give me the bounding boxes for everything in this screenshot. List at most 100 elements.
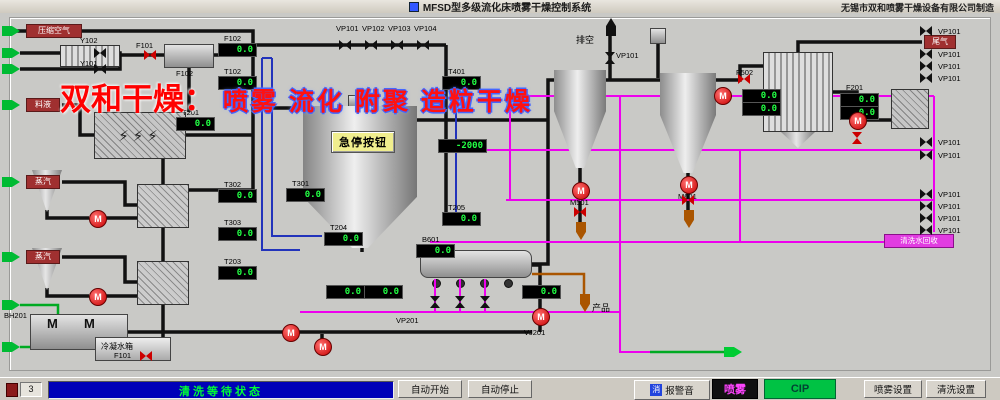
fan-icon[interactable]: M (532, 308, 550, 326)
fan-icon[interactable]: M (849, 112, 867, 130)
atomizer-mount (348, 95, 376, 107)
tag-label: M501 (570, 198, 589, 207)
valve-icon[interactable] (605, 52, 615, 64)
valve-icon[interactable] (920, 26, 932, 36)
tag-label: VP101 (938, 202, 961, 211)
valve-icon[interactable] (920, 213, 932, 223)
value-display: 0.0 (442, 212, 481, 226)
value-display: 0.0 (522, 285, 561, 299)
fan-icon[interactable]: M (714, 87, 732, 105)
valve-icon[interactable] (365, 40, 377, 50)
value-display: 0.0 (416, 244, 455, 258)
valve-icon[interactable] (140, 351, 152, 361)
valve-icon[interactable] (430, 296, 440, 308)
valve-icon[interactable] (920, 73, 932, 83)
tag-label: 产品 (592, 303, 611, 313)
electric-heater: ⚡⚡⚡ (94, 112, 186, 159)
bed-wheel (432, 279, 441, 288)
valve-icon[interactable] (920, 61, 932, 71)
stream-label: 压缩空气 (26, 24, 82, 38)
tag-label: VP104 (414, 24, 437, 33)
status-bar: 清洗等待状态 (48, 381, 394, 399)
auto-stop-button[interactable]: 自动停止 (468, 380, 532, 398)
valve-icon[interactable] (574, 207, 586, 217)
value-display: 0.0 (742, 89, 781, 103)
tag-label: VP101 (938, 62, 961, 71)
valve-icon[interactable] (144, 50, 156, 60)
manufacturer-text: 无锡市双和喷雾干燥设备有限公司制造 (840, 3, 994, 13)
tag-label: T203 (224, 257, 242, 266)
flow-arrow (2, 64, 20, 74)
tag-label: BH201 (4, 311, 27, 320)
flow-arrow (2, 342, 20, 352)
clean-settings-button[interactable]: 清洗设置 (926, 380, 986, 398)
bed-wheel (456, 279, 465, 288)
spray-settings-button[interactable]: 喷雾设置 (864, 380, 922, 398)
exhaust-scrubber (891, 89, 929, 129)
agitator-m: M (47, 316, 58, 331)
valve-icon[interactable] (738, 74, 750, 84)
tag-label: T302 (224, 180, 242, 189)
diagram-frame (9, 17, 991, 371)
auto-start-button[interactable]: 自动开始 (398, 380, 462, 398)
tag-label: VJ201 (524, 328, 546, 337)
flow-arrow (2, 48, 20, 58)
cip-button[interactable]: CIP (764, 379, 836, 399)
heat-exchanger-a (137, 184, 189, 228)
emergency-stop-button[interactable]: 急停按钮 (331, 131, 395, 153)
fan-icon[interactable]: M (572, 182, 590, 200)
tag-label: VP101 (938, 74, 961, 83)
tag-label: T205 (448, 203, 466, 212)
valve-icon[interactable] (480, 296, 490, 308)
valve-icon[interactable] (920, 189, 932, 199)
valve-icon[interactable] (94, 64, 106, 74)
tag-label: Y102 (80, 36, 98, 45)
bed-wheel (504, 279, 513, 288)
value-display: 0.0 (840, 93, 879, 107)
cip-return-label: 清洗水回收 (884, 234, 954, 248)
valve-icon[interactable] (417, 40, 429, 50)
tag-label: VP101 (938, 151, 961, 160)
valve-icon[interactable] (920, 49, 932, 59)
stream-label: 料液 (26, 98, 60, 112)
value-display: 0.0 (742, 102, 781, 116)
status-text: 清洗等待状态 (179, 386, 263, 398)
condensate-tank (95, 337, 171, 361)
tag-label: F102 (224, 34, 242, 43)
fan-icon[interactable]: M (282, 324, 300, 342)
valve-icon[interactable] (455, 296, 465, 308)
spray-button[interactable]: 喷雾 (712, 379, 758, 399)
valve-icon[interactable] (920, 201, 932, 211)
title-bar: MFSD型多级流化床喷雾干燥控制系统 无锡市双和喷雾干燥设备有限公司制造 (0, 0, 1000, 14)
tag-label: VP101 (938, 138, 961, 147)
tag-label: VP101 (938, 226, 961, 235)
tag-label: F101 (114, 351, 132, 360)
valve-icon[interactable] (391, 40, 403, 50)
fan-icon[interactable]: M (314, 338, 332, 356)
value-display: 0.0 (218, 76, 257, 90)
valve-icon[interactable] (339, 40, 351, 50)
mute-alarm-label: 报警音 (665, 386, 694, 397)
tag-label: VP103 (388, 24, 411, 33)
valve-icon[interactable] (920, 150, 932, 160)
f102-heater (164, 44, 214, 68)
vent-hopper (650, 28, 666, 44)
lightning-icons: ⚡⚡⚡ (118, 127, 162, 145)
flow-arrow (2, 100, 20, 110)
valve-icon[interactable] (852, 132, 862, 144)
fan-icon[interactable]: M (89, 288, 107, 306)
fan-icon[interactable]: M (89, 210, 107, 228)
valve-icon[interactable] (920, 137, 932, 147)
fan-icon[interactable]: M (680, 176, 698, 194)
valve-icon[interactable] (682, 195, 694, 205)
valve-icon[interactable] (920, 225, 932, 235)
flow-arrow (2, 26, 20, 36)
value-display: 0.0 (218, 227, 257, 241)
flow-arrow (2, 252, 20, 262)
mute-alarm-button[interactable]: 消 报警音 (634, 380, 710, 400)
tag-label: T201 (182, 108, 200, 117)
value-display: 0.0 (218, 43, 257, 57)
tag-label: VP101 (938, 190, 961, 199)
valve-icon[interactable] (94, 48, 106, 58)
tag-label: VP102 (362, 24, 385, 33)
